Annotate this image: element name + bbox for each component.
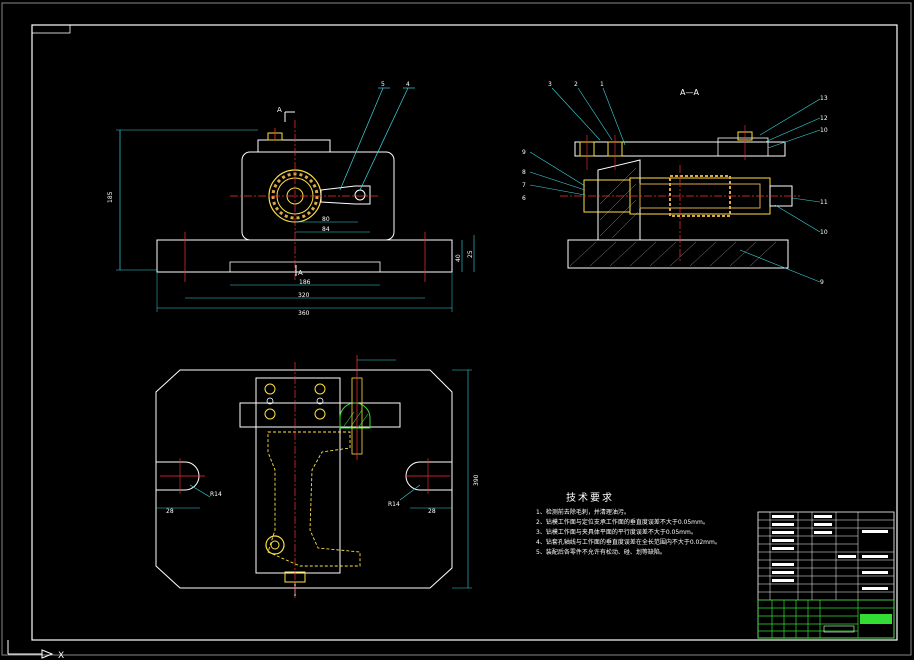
- dim-plan-height: 390: [473, 474, 480, 486]
- drawing-border: [31, 24, 898, 641]
- section-title: A—A: [680, 88, 699, 97]
- dim-front-height: 185: [107, 191, 114, 203]
- section-balloon-10b: 10: [820, 229, 828, 236]
- dim-front-d2: 84: [322, 226, 330, 233]
- section-balloon-12: 12: [820, 115, 828, 122]
- tech-requirements-title: 技术要求: [566, 493, 614, 504]
- section-balloon-1: 1: [600, 81, 604, 88]
- section-balloon-2: 2: [574, 81, 578, 88]
- section-balloon-9a: 9: [522, 149, 526, 156]
- balloon-4: 4: [406, 81, 410, 88]
- dim-plan-r-right: R14: [388, 501, 400, 508]
- section-balloon-6: 6: [522, 195, 526, 202]
- corner-code-box: [31, 24, 71, 34]
- tech-requirement-1: 1、检测前去除毛刺，并清理油污。: [536, 509, 630, 516]
- ucs-icon: [7, 640, 54, 659]
- front-view: [116, 87, 475, 312]
- plan-view: [155, 355, 472, 598]
- dim-front-h3: 25: [467, 250, 474, 258]
- tech-requirement-3: 3、钻模工作面与夹具体平面的平行度误差不大于0.05mm。: [536, 529, 697, 536]
- section-balloon-11: 11: [820, 199, 828, 206]
- dim-front-w2: 320: [298, 292, 310, 299]
- dim-front-w1: 186: [299, 279, 311, 286]
- dim-front-h2: 40: [455, 254, 462, 262]
- section-view: [529, 87, 821, 283]
- section-balloon-10a: 10: [820, 127, 828, 134]
- section-balloon-3: 3: [548, 81, 552, 88]
- tech-requirement-2: 2、钻模工作面与定位支承工作面的垂直度误差不大于0.05mm。: [536, 519, 709, 526]
- dim-plan-w-right: 28: [428, 508, 436, 515]
- tech-requirement-4: 4、钻套孔轴线与工作面的垂直度误差在全长范围内不大于0.02mm。: [536, 539, 721, 546]
- ucs-x-label: X: [58, 651, 64, 660]
- dim-front-w3: 360: [298, 310, 310, 317]
- dim-front-d1: 80: [322, 216, 330, 223]
- section-mark-a-bottom: A: [298, 269, 303, 277]
- title-block: [757, 511, 895, 639]
- dim-plan-w-left: 28: [166, 508, 174, 515]
- balloon-5: 5: [381, 81, 385, 88]
- section-balloon-7: 7: [522, 182, 526, 189]
- dim-plan-r-left: R14: [210, 491, 222, 498]
- tech-requirement-5: 5、装配后各零件不允许有松动、碰、划等缺陷。: [536, 549, 666, 556]
- section-balloon-8a: 8: [522, 169, 526, 176]
- section-balloon-9b: 9: [820, 279, 824, 286]
- section-mark-a-top: A: [277, 106, 282, 114]
- section-balloon-13: 13: [820, 95, 828, 102]
